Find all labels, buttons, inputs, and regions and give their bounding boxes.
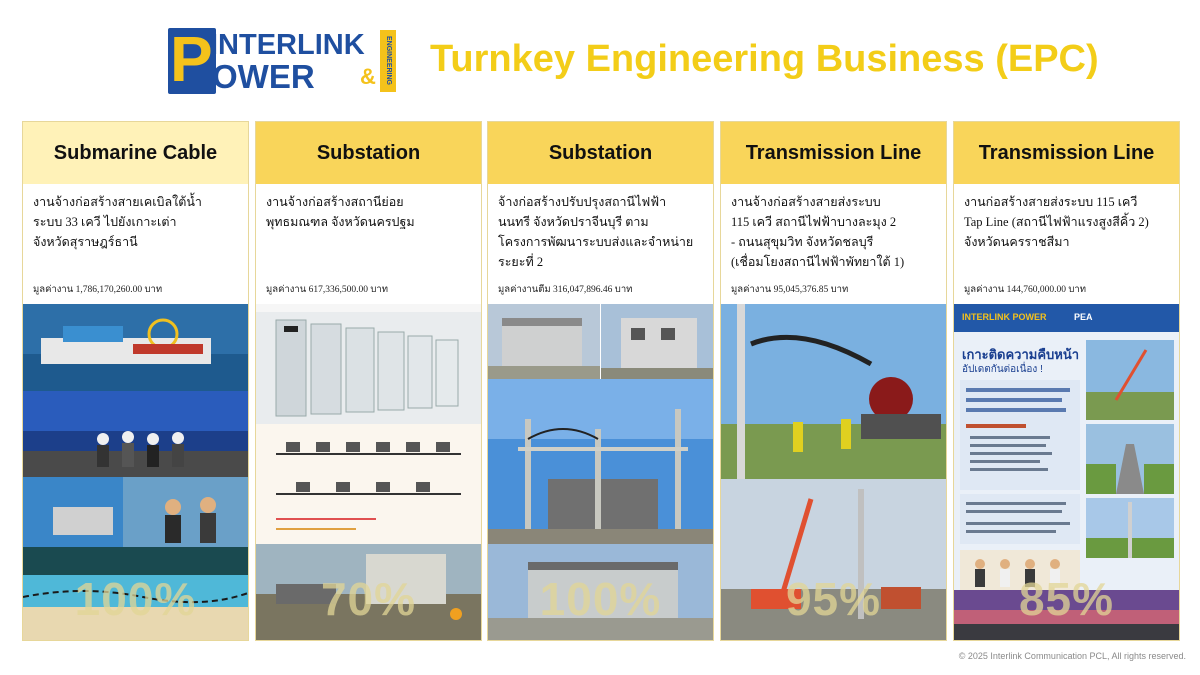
poster-brand: INTERLINK POWER: [962, 312, 1047, 322]
progress-percent: 100%: [74, 573, 197, 625]
crane-photo: [721, 479, 946, 640]
poster-top-bar: [954, 304, 1179, 332]
contract-value: มูลค่างาน 95,045,376.85 บาท: [731, 285, 849, 295]
poster-photo-pole: [1086, 498, 1174, 558]
desc-line: งานก่อสร้างสายส่งระบบ 115 เควี: [964, 195, 1138, 209]
crew-photo: [23, 477, 248, 547]
desc-line: งานจ้างก่อสร้างสายเคเบิลใต้น้ำ: [33, 195, 202, 209]
construction-site-photo: [256, 544, 481, 640]
building-photo-2: [601, 304, 713, 379]
desc-line: 115 เควี สถานีไฟฟ้าบางละมุง 2: [731, 215, 897, 229]
logo-engineering-text: ENGINEERING: [380, 30, 396, 92]
card-title: Transmission Line: [954, 122, 1179, 184]
card-description: จ้างก่อสร้างปรับปรุงสถานีไฟฟ้า นนทรี จัง…: [488, 184, 713, 278]
team-photo: [23, 391, 248, 477]
project-photos: INTERLINK POWER PEA เกาะติดความคืบหน้า อ…: [954, 304, 1179, 640]
logo-letter-p: P: [170, 23, 213, 95]
logo-ampersand: &: [360, 64, 376, 89]
desc-line: - ถนนสุขุมวิท จังหวัดชลบุรี: [731, 235, 874, 249]
poster-photo-road: [1086, 424, 1174, 494]
card-description: งานจ้างก่อสร้างสายส่งระบบ 115 เควี สถานี…: [721, 184, 946, 278]
progress-percent: 95%: [785, 573, 882, 625]
project-photos: 100%: [488, 304, 713, 640]
single-line-diagram: [256, 424, 481, 544]
desc-line: งานจ้างก่อสร้างสถานีย่อย: [266, 195, 404, 209]
desc-line: ระบบ 33 เควี ไปยังเกาะเต่า: [33, 215, 177, 229]
card-description: งานจ้างก่อสร้างสายเคเบิลใต้น้ำ ระบบ 33 เ…: [23, 184, 248, 278]
project-photos: 70%: [256, 304, 481, 640]
cable-pulling-photo: [721, 304, 946, 479]
desc-line: นนทรี จังหวัดปราจีนบุรี ตาม: [498, 215, 649, 229]
desc-line: จังหวัดนครราชสีมา: [964, 235, 1070, 249]
poster-text-block: [960, 380, 1080, 490]
desc-line: พุทธมณฑล จังหวัดนครปฐม: [266, 215, 415, 229]
company-logo: P INTERLINK OWER & ENGINEERING: [168, 23, 398, 95]
desc-line: งานจ้างก่อสร้างสายส่งระบบ: [731, 195, 881, 209]
card-title: Substation: [488, 122, 713, 184]
card-title: Submarine Cable: [23, 122, 248, 184]
logo-interlink-text: INTERLINK: [210, 29, 365, 61]
project-photos: 95%: [721, 304, 946, 640]
desc-line: ระยะที่ 2: [498, 255, 544, 269]
progress-percent: 70%: [320, 573, 417, 625]
desc-line: จังหวัดสุราษฎร์ธานี: [33, 235, 138, 249]
desc-line: โครงการพัฒนาระบบส่งและจำหน่าย: [498, 235, 694, 249]
card-title: Substation: [256, 122, 481, 184]
barge-photo: [23, 304, 248, 391]
logo-power-text: OWER: [212, 58, 315, 95]
project-card-substation-phutthamonthon: Substation งานจ้างก่อสร้างสถานีย่อย พุทธ…: [255, 121, 482, 641]
project-card-substation-nonsi: Substation จ้างก่อสร้างปรับปรุงสถานีไฟฟ้…: [487, 121, 714, 641]
project-card-transmission-line-banglamung: Transmission Line งานจ้างก่อสร้างสายส่งร…: [720, 121, 947, 641]
desc-line: (เชื่อมโยงสถานีไฟฟ้าพัทยาใต้ 1): [731, 255, 905, 269]
substation-structure-photo: [488, 379, 713, 544]
poster-text-block-2: [960, 494, 1080, 544]
beach-photo: [23, 547, 248, 640]
desc-line: จ้างก่อสร้างปรับปรุงสถานีไฟฟ้า: [498, 195, 667, 209]
copyright-footer: © 2025 Interlink Communication PCL, All …: [958, 651, 1186, 661]
logo-block: [168, 28, 216, 94]
desc-line: Tap Line (สถานีไฟฟ้าแรงสูงสีคิ้ว 2): [964, 215, 1149, 229]
poster-headline: เกาะติดความคืบหน้า: [962, 347, 1080, 362]
contract-value: มูลค่างาน 144,760,000.00 บาท: [964, 285, 1086, 295]
switchgear-photo: [256, 304, 481, 424]
progress-percent: 85%: [1018, 573, 1115, 625]
poster-subheadline: อัปเดตกันต่อเนื่อง !: [962, 364, 1043, 375]
poster-photo-crane: [1086, 340, 1174, 420]
contract-value: มูลค่างาน 617,336,500.00 บาท: [266, 285, 388, 295]
card-title: Transmission Line: [721, 122, 946, 184]
contract-value: มูลค่างาน 1,786,170,260.00 บาท: [33, 285, 163, 295]
project-card-transmission-line-sikhio: Transmission Line งานก่อสร้างสายส่งระบบ …: [953, 121, 1180, 641]
progress-poster: INTERLINK POWER PEA เกาะติดความคืบหน้า อ…: [954, 304, 1179, 640]
project-photos: 100%: [23, 304, 248, 640]
poster-pea: PEA: [1074, 312, 1093, 322]
project-card-submarine-cable: Submarine Cable งานจ้างก่อสร้างสายเคเบิล…: [22, 121, 249, 641]
completed-building-photo: [488, 544, 713, 640]
card-description: งานก่อสร้างสายส่งระบบ 115 เควี Tap Line …: [954, 184, 1179, 278]
building-photo: [488, 304, 600, 379]
poster-team-photo: [960, 550, 1080, 590]
page-title: Turnkey Engineering Business (EPC): [430, 38, 1099, 80]
card-description: งานจ้างก่อสร้างสถานีย่อย พุทธมณฑล จังหวั…: [256, 184, 481, 278]
progress-percent: 100%: [539, 573, 662, 625]
contract-value: มูลค่างานตีม 316,047,896.46 บาท: [498, 285, 633, 295]
poster-sunset-photo: [954, 590, 1179, 640]
